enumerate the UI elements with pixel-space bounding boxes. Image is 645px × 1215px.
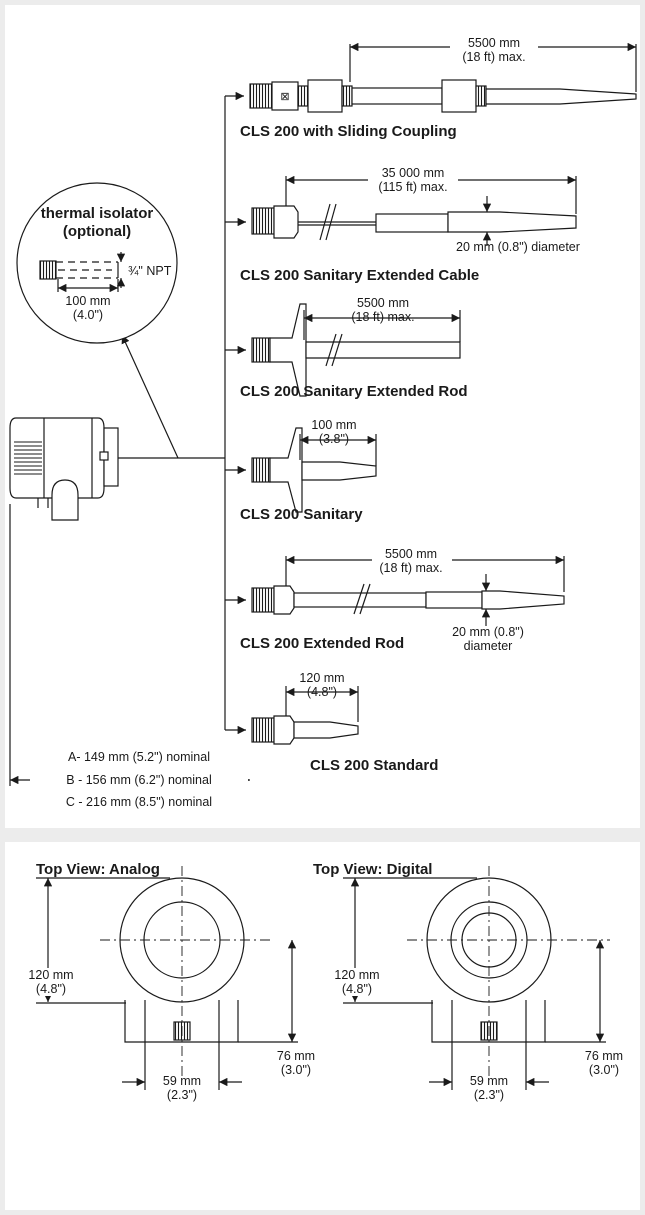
housing-dim-a: A- 149 mm (5.2") nominal — [68, 750, 210, 764]
top-view-analog-title: Top View: Analog — [36, 861, 160, 878]
sanitary-extended-rod-title: CLS 200 Sanitary Extended Rod — [240, 383, 468, 400]
analog-width-metric: 59 mm — [162, 1074, 202, 1088]
standard-title: CLS 200 Standard — [310, 757, 439, 774]
digital-height-metric: 120 mm — [326, 968, 388, 982]
isolator-npt-label: ¾" NPT — [128, 264, 172, 278]
isolator-subtitle: (optional) — [62, 223, 132, 240]
svg-text:⊠: ⊠ — [280, 91, 289, 103]
extended-rod-dim-imperial: (18 ft) max. — [379, 561, 443, 575]
sliding-coupling-title: CLS 200 with Sliding Coupling — [240, 123, 457, 140]
probe-sanitary-extended-cable — [225, 175, 577, 246]
isolator-length-label: 100 mm — [65, 294, 111, 308]
analog-depth-imperial: (3.0") — [268, 1063, 324, 1077]
sanitary-extended-cable-title: CLS 200 Sanitary Extended Cable — [240, 267, 480, 284]
extended-cable-diameter-note: 20 mm (0.8") diameter — [456, 240, 580, 254]
thermal-isolator-callout — [16, 182, 178, 344]
housing-side-view — [9, 417, 119, 521]
top-view-digital — [343, 866, 610, 1090]
digital-width-imperial: (2.3") — [473, 1088, 505, 1102]
probe-extended-rod — [225, 555, 565, 626]
digital-height-imperial: (4.8") — [326, 982, 388, 996]
analog-width-imperial: (2.3") — [166, 1088, 198, 1102]
probe-sanitary-extended-rod — [225, 303, 461, 397]
sanitary-title: CLS 200 Sanitary — [240, 506, 363, 523]
isolator-title: thermal isolator — [40, 205, 154, 222]
probe-sanitary — [225, 427, 377, 513]
sliding-coupling-dim-imperial: (18 ft) max. — [462, 50, 526, 64]
extended-rod-diameter-note: 20 mm (0.8") — [452, 625, 524, 639]
housing-dim-c: C - 216 mm (8.5") nominal — [65, 795, 213, 809]
extended-cable-dim-imperial: (115 ft) max. — [378, 180, 448, 194]
standard-dim-metric: 120 mm — [299, 671, 345, 685]
standard-dim-imperial: (4.8") — [306, 685, 338, 699]
sanitary-dim-imperial: (3.8") — [318, 432, 350, 446]
top-view-analog — [36, 866, 298, 1090]
probe-sliding-coupling: ⊠ — [225, 42, 637, 113]
digital-depth-imperial: (3.0") — [576, 1063, 632, 1077]
probe-standard — [225, 686, 359, 745]
analog-height-imperial: (4.8") — [20, 982, 82, 996]
extended-rod-diameter-word: diameter — [463, 639, 513, 653]
sanitary-rod-dim-imperial: (18 ft) max. — [351, 310, 415, 324]
isolator-leader — [121, 334, 179, 459]
housing-dim-b: B - 156 mm (6.2") nominal — [30, 773, 248, 787]
extended-cable-dim-metric: 35 000 mm — [381, 166, 445, 180]
sanitary-rod-dim-metric: 5500 mm — [356, 296, 410, 310]
analog-height-metric: 120 mm — [20, 968, 82, 982]
top-view-digital-title: Top View: Digital — [313, 861, 433, 878]
sliding-coupling-dim-metric: 5500 mm — [467, 36, 521, 50]
thermal-isolator-part — [39, 252, 126, 293]
digital-depth-metric: 76 mm — [576, 1049, 632, 1063]
extended-rod-title: CLS 200 Extended Rod — [240, 635, 405, 652]
isolator-length-imperial: (4.0") — [72, 308, 104, 322]
sanitary-dim-metric: 100 mm — [311, 418, 357, 432]
digital-width-metric: 59 mm — [469, 1074, 509, 1088]
analog-depth-metric: 76 mm — [268, 1049, 324, 1063]
extended-rod-dim-metric: 5500 mm — [384, 547, 438, 561]
